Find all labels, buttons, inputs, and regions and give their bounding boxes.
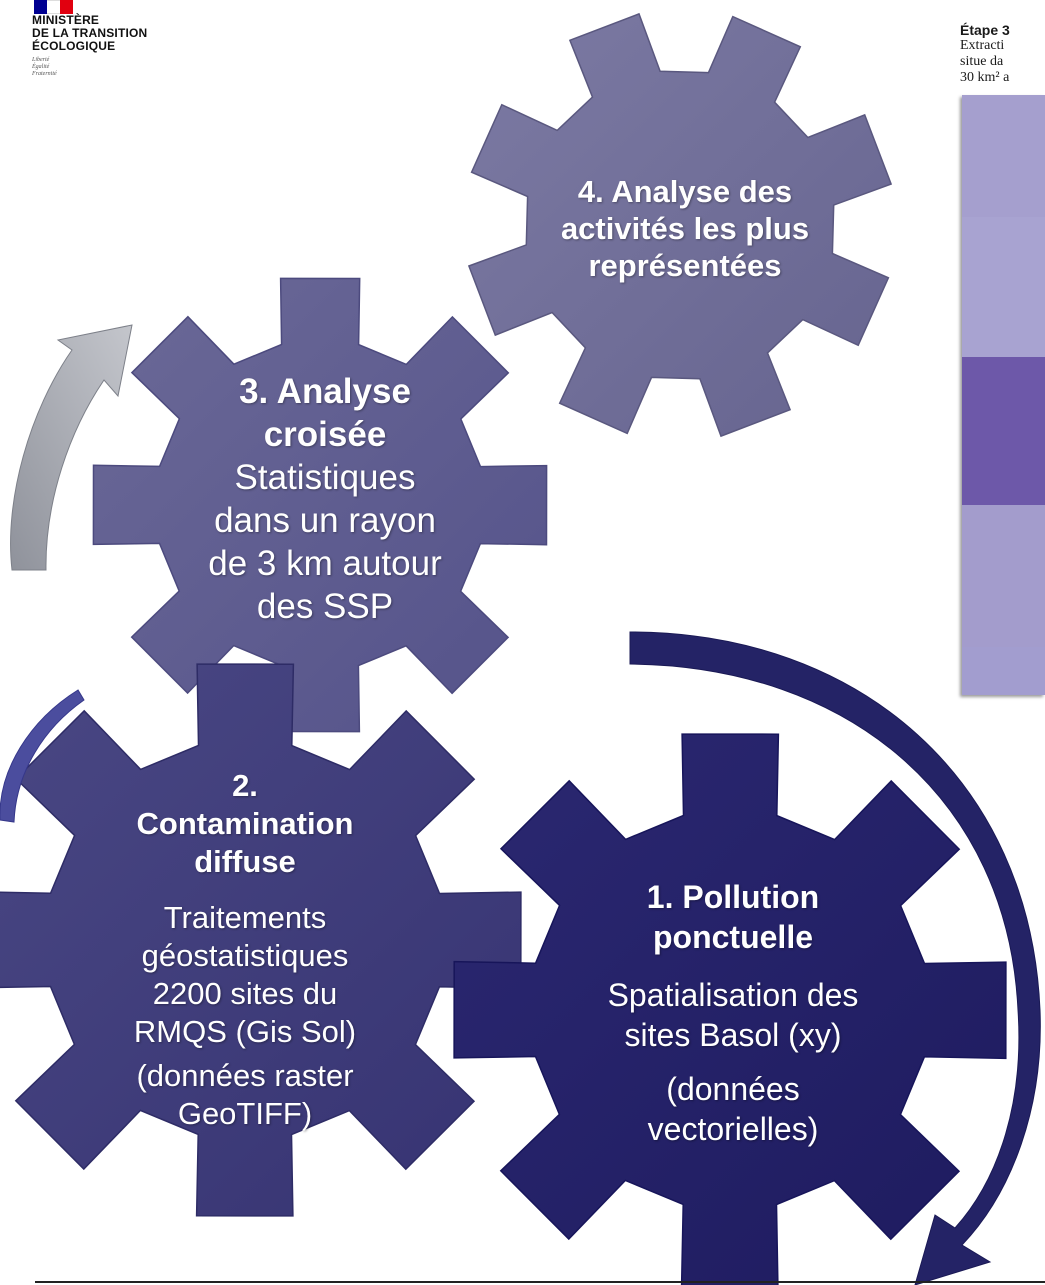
gear-4-title-line: activités les plus (560, 211, 810, 246)
curved-arrow-blue (0, 689, 85, 823)
gear-2-description-line: géostatistiques (141, 938, 349, 973)
gear-1-label: 1. Pollution ponctuelle Spatialisation d… (568, 877, 898, 1149)
ministry-name-line-2: DE LA TRANSITION (32, 26, 148, 40)
excerpt-heading: Étape 3 (960, 22, 1010, 38)
gear-1-description-line: (données (666, 1071, 800, 1107)
gear-3-description-line: Statistiques (234, 458, 416, 497)
ministry-name-line-1: MINISTÈRE (32, 13, 100, 27)
excerpt-line: situe da (960, 54, 1004, 69)
curved-arrow-navy (629, 631, 1041, 1285)
gear-1-title-line: ponctuelle (652, 919, 813, 955)
curved-arrow-gray (10, 324, 133, 571)
gear-3-title-line: croisée (263, 415, 387, 454)
map-cell (962, 357, 1045, 506)
map-cell (962, 95, 1045, 218)
gear-1-description-line: Spatialisation des (607, 977, 859, 1013)
gear-1-description-line: sites Basol (xy) (624, 1017, 842, 1053)
ministry-logo: MINISTÈRE DE LA TRANSITION ÉCOLOGIQUE Li… (32, 0, 192, 78)
map-cell (962, 505, 1045, 648)
gear-step-3 (92, 277, 548, 733)
gear-4-title-line: 4. Analyse des (577, 174, 793, 209)
gear-2-title-line: diffuse (194, 844, 296, 879)
gear-1-title-line: 1. Pollution (646, 879, 820, 915)
gear-3-description-line: des SSP (256, 587, 394, 626)
gear-4-title-line: représentées (588, 248, 782, 283)
map-cell (962, 217, 1045, 358)
gear-3-description-line: dans un rayon (214, 501, 436, 540)
gear-2-description-line: (données raster (136, 1058, 354, 1093)
gear-step-1 (453, 733, 1007, 1285)
ministry-name-line-3: ÉCOLOGIQUE (32, 39, 116, 53)
gear-4-label: 4. Analyse des activités les plus représ… (520, 173, 850, 284)
excerpt-line: Extracti (960, 38, 1005, 53)
excerpt-map (962, 95, 1045, 695)
gear-2-description-line: RMQS (Gis Sol) (133, 1014, 357, 1049)
side-excerpt: Étape 3 Extracti situe da 30 km² a (960, 22, 1045, 86)
gear-1-description-line: vectorielles) (647, 1111, 819, 1147)
gear-2-label: 2. Contamination diffuse Traitements géo… (85, 767, 405, 1133)
gear-2-description-line: Traitements (163, 900, 327, 935)
gear-3-description-line: de 3 km autour (208, 544, 442, 583)
gear-step-2 (0, 663, 522, 1217)
gear-3-label: 3. Analyse croisée Statistiques dans un … (160, 370, 490, 628)
excerpt-line: 30 km² a (960, 70, 1010, 85)
gear-3-title-line: 3. Analyse (239, 372, 411, 411)
republic-motto: Liberté Égalité Fraternité (32, 57, 192, 78)
motto-line: Égalité (32, 64, 50, 70)
motto-line: Liberté (32, 57, 50, 63)
gear-2-description-line: GeoTIFF) (177, 1096, 313, 1131)
gear-2-title-line: Contamination (136, 806, 354, 841)
ministry-name: MINISTÈRE DE LA TRANSITION ÉCOLOGIQUE (32, 14, 192, 53)
motto-line: Fraternité (32, 71, 57, 77)
map-cell (962, 647, 1045, 695)
bottom-rule (35, 1281, 1045, 1283)
gear-2-description-line: 2200 sites du (152, 976, 338, 1011)
french-flag-icon (34, 0, 74, 14)
gear-step-4 (467, 12, 893, 438)
gear-2-title-line: 2. (232, 768, 258, 803)
